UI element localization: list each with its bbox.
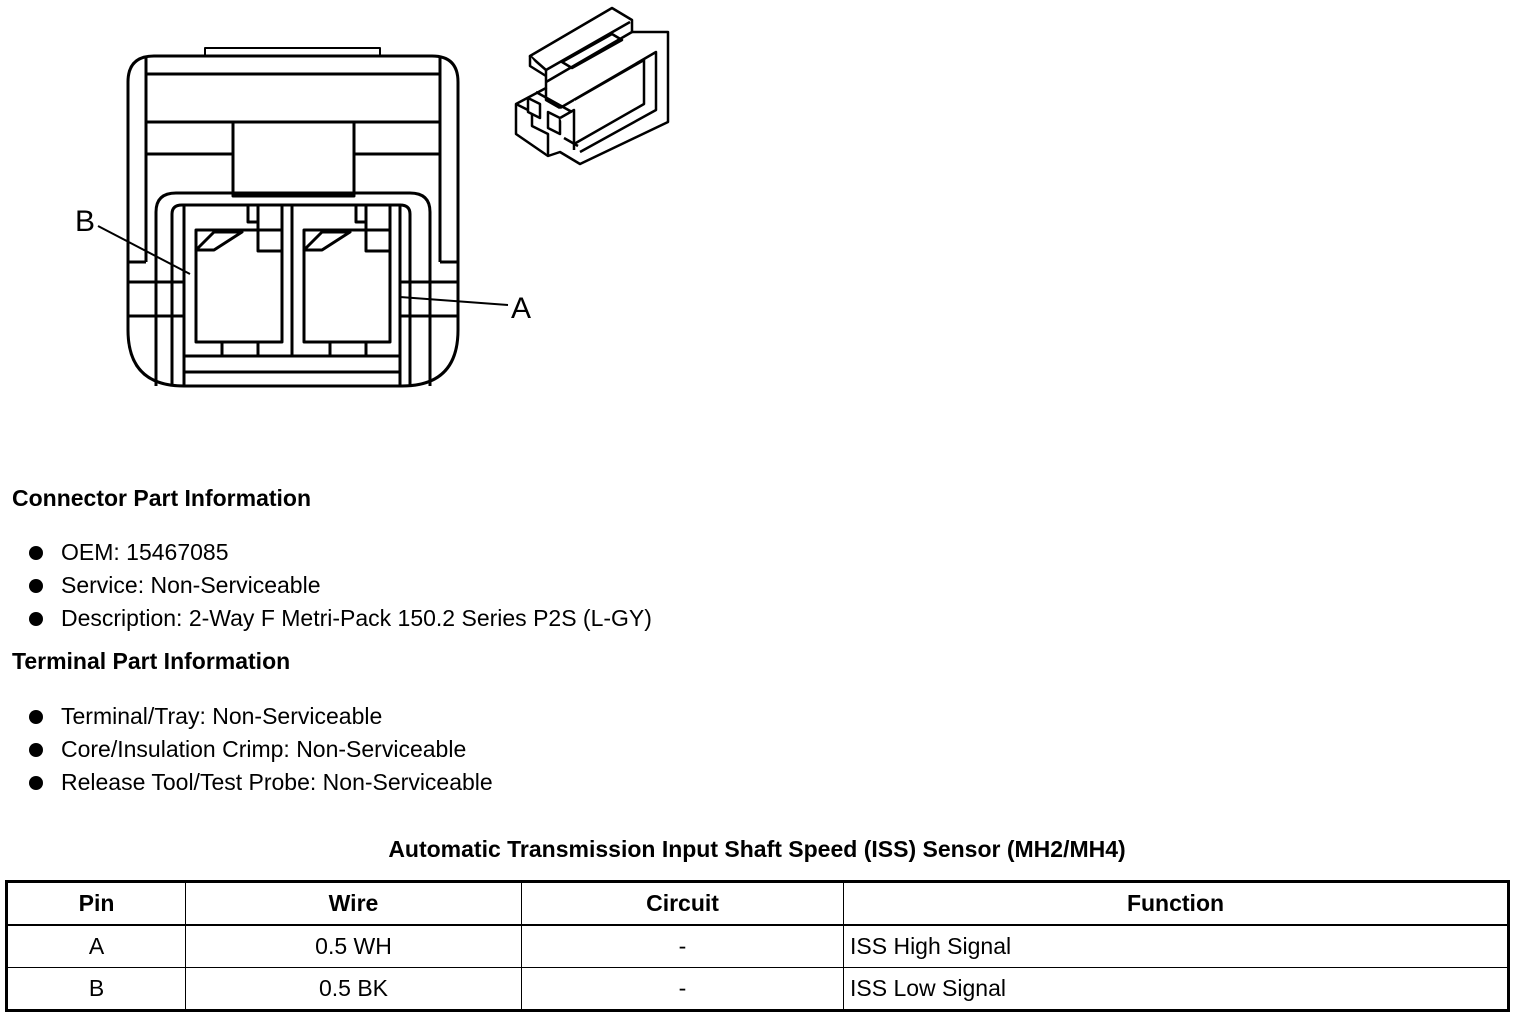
- cell-pin: B: [6, 967, 186, 1011]
- header-pin: Pin: [6, 881, 186, 926]
- connector-isometric-view: [514, 6, 670, 166]
- bullet-icon: [29, 710, 43, 724]
- cell-circuit: -: [521, 967, 844, 1011]
- table-header-row: Pin Wire Circuit Function: [6, 881, 1509, 926]
- cell-function: ISS Low Signal: [843, 967, 1509, 1011]
- cavity-a: [290, 203, 402, 358]
- cell-circuit: -: [521, 924, 844, 968]
- cell-function: ISS High Signal: [843, 924, 1509, 968]
- list-item: Service: Non-Serviceable: [28, 569, 652, 602]
- header-wire: Wire: [185, 881, 522, 926]
- latch-block: [231, 120, 356, 198]
- table-row: A 0.5 WH - ISS High Signal: [6, 924, 1509, 968]
- connector-info-list: OEM: 15467085 Service: Non-Serviceable D…: [28, 536, 652, 635]
- bullet-icon: [29, 776, 43, 790]
- leader-line-b: [97, 225, 191, 275]
- connector-body-outline: [126, 54, 460, 388]
- cell-pin: A: [6, 924, 186, 968]
- cavity-b: [182, 203, 294, 358]
- pinout-table: Pin Wire Circuit Function A 0.5 WH - ISS…: [5, 880, 1510, 1012]
- bullet-icon: [29, 579, 43, 593]
- cell-wire: 0.5 WH: [185, 924, 522, 968]
- pin-label-a: A: [511, 292, 531, 325]
- header-function: Function: [843, 881, 1509, 926]
- header-circuit: Circuit: [521, 881, 844, 926]
- bullet-icon: [29, 743, 43, 757]
- connector-diagram: B A: [75, 6, 670, 388]
- table-row: B 0.5 BK - ISS Low Signal: [6, 967, 1509, 1011]
- list-item: Terminal/Tray: Non-Serviceable: [28, 700, 493, 733]
- bullet-icon: [29, 546, 43, 560]
- list-item: OEM: 15467085: [28, 536, 652, 569]
- connector-info-heading: Connector Part Information: [12, 485, 312, 511]
- pin-label-b: B: [75, 205, 95, 238]
- terminal-info-list: Terminal/Tray: Non-Serviceable Core/Insu…: [28, 700, 493, 799]
- terminal-info-heading: Terminal Part Information: [12, 648, 291, 674]
- cell-wire: 0.5 BK: [185, 967, 522, 1011]
- list-item: Release Tool/Test Probe: Non-Serviceable: [28, 766, 493, 799]
- list-item: Description: 2-Way F Metri-Pack 150.2 Se…: [28, 602, 652, 635]
- bullet-icon: [29, 612, 43, 626]
- leader-line-a: [399, 296, 509, 306]
- list-item: Core/Insulation Crimp: Non-Serviceable: [28, 733, 493, 766]
- table-title: Automatic Transmission Input Shaft Speed…: [388, 836, 1126, 862]
